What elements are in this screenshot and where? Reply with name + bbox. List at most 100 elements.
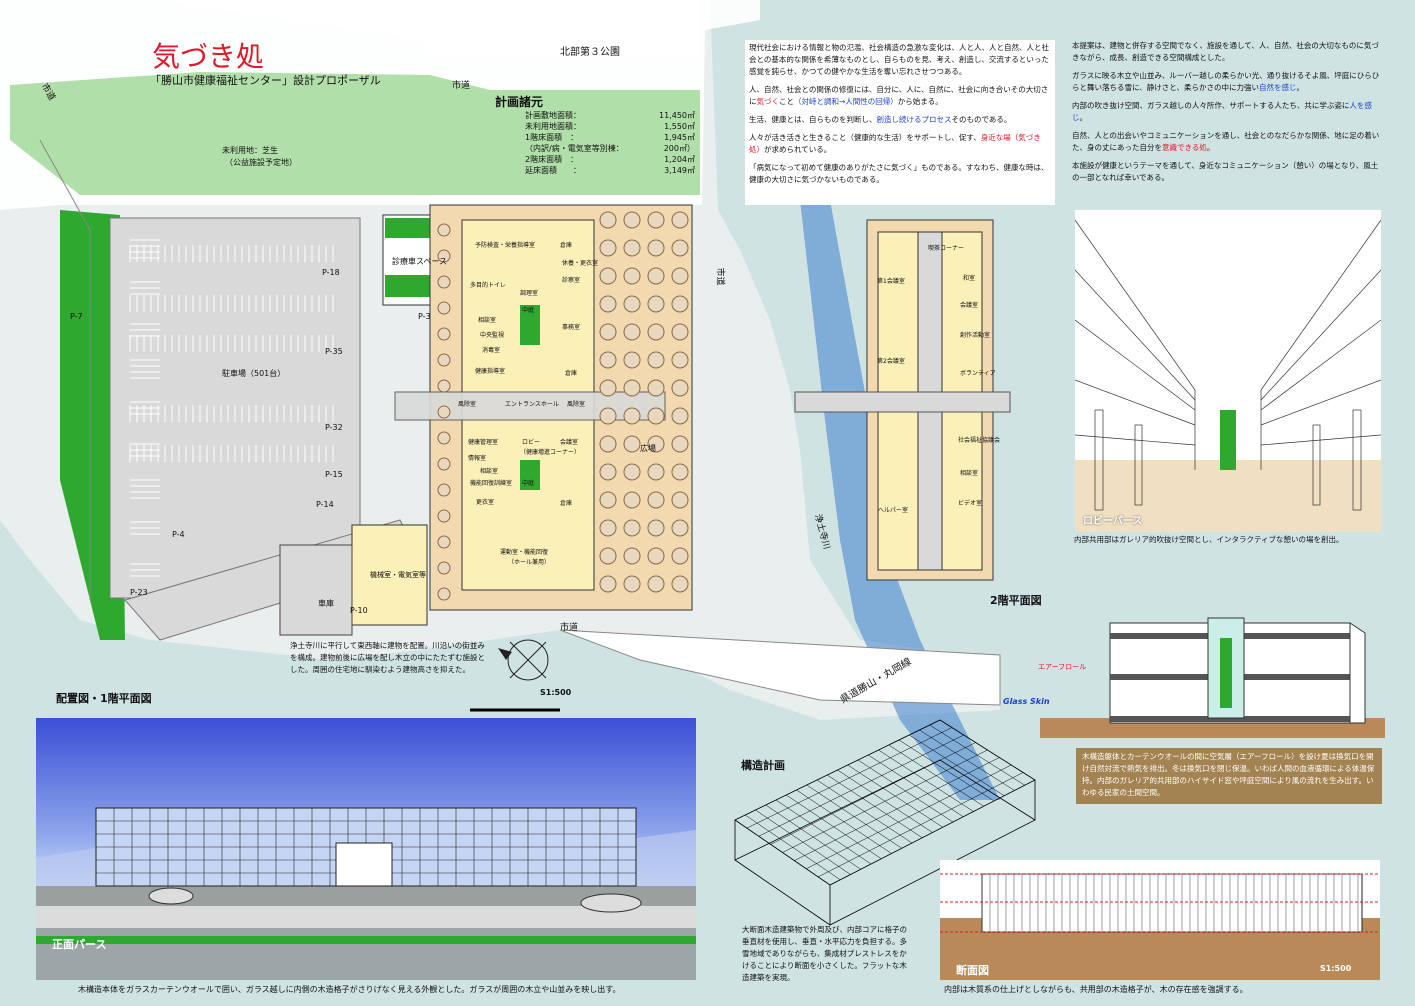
floor2-caption: 2階平面図: [990, 594, 1042, 607]
tree-symbol: [671, 519, 689, 537]
tree-symbol: [623, 295, 641, 313]
plan-row-value: 200㎡）: [663, 144, 695, 153]
room-label-2f: 相談室: [960, 470, 979, 477]
tree-symbol: [599, 435, 617, 453]
tree-symbol: [647, 407, 665, 425]
lobby-perspective: ロビーパース: [1075, 210, 1381, 532]
room-label-2f: 社会福祉協議会: [958, 437, 1001, 444]
tree-symbol: [437, 327, 451, 341]
plan-row: 計画敷地面積：11,450㎡: [525, 110, 695, 121]
parking-p15: P-15: [325, 470, 343, 479]
plan-row-key: 2階床面積 ：: [525, 155, 579, 164]
concept-left-p2: 人、自然、社会との関係の修復には、自分に、人に、自然に、社会に向き合いその大切さ…: [749, 85, 1049, 106]
tree-symbol: [671, 351, 689, 369]
room-label-1f: 健康指導室: [475, 368, 506, 375]
city-road-bottom: 市道: [560, 623, 579, 633]
tree-symbol: [647, 463, 665, 481]
unused-label: 未利用地：芝生: [222, 146, 278, 155]
tree-symbol: [623, 323, 641, 341]
section-drawing: [940, 873, 1380, 980]
tree-symbol: [599, 211, 617, 229]
airflow-label: エアーフロール: [1038, 663, 1087, 671]
parking-label: 駐車場（501台）: [222, 369, 286, 378]
tree-symbol: [671, 491, 689, 509]
room-label-1f: 会議室: [560, 439, 579, 446]
room-label-1f: 相談室: [480, 468, 499, 475]
parking-p10: P-10: [350, 606, 368, 615]
room-label-1f: （健康増進コーナー）: [520, 449, 581, 456]
page-title: 気づき処: [152, 40, 265, 73]
tree-symbol: [647, 211, 665, 229]
tree-symbol: [671, 379, 689, 397]
unused-sublabel: （公益施設予定地）: [225, 158, 297, 167]
room-label-1f: （ホール兼用）: [508, 559, 551, 566]
plan-row: 2階床面積 ：1,204㎡: [525, 154, 695, 165]
section-elevation: 断面図 S1:500: [940, 860, 1380, 980]
room-label-2f: ヘルパー室: [878, 507, 909, 514]
plan-row-key: 1階床面積 ：: [525, 133, 579, 142]
room-label-2f: ボランティア: [960, 370, 996, 377]
plan-row-value: 3,149㎡: [664, 166, 695, 175]
tree-symbol: [437, 535, 451, 549]
structure-beam: [794, 757, 1000, 861]
plan-heading: 計画諸元: [495, 95, 544, 109]
tree-symbol: [599, 239, 617, 257]
tree-symbol: [671, 547, 689, 565]
lobby-caption: ロビーパース: [1083, 516, 1143, 527]
parking-p7: P-7: [70, 312, 83, 321]
front-caption: 正面パース: [52, 938, 107, 951]
tree-symbol: [671, 267, 689, 285]
plan-row: 延床面積 ：3,149㎡: [525, 165, 695, 176]
room-label-1f: 倉庫: [560, 500, 573, 507]
concept-right-p4: 自然、人との出会いやコミュニケーションを通し、社会とのなだらかな関係、地に足の着…: [1072, 131, 1380, 152]
room-label-1f: 中庭: [522, 307, 535, 314]
bus-space-label: 診療車スペース: [392, 257, 448, 266]
city-road-top: 市道: [452, 81, 471, 91]
tree-symbol: [623, 239, 641, 257]
tree-symbol: [623, 267, 641, 285]
structure-drawing: [734, 719, 1036, 926]
front-perspective: 正面パース: [36, 718, 696, 980]
room-label-1f: 多目的トイレ: [470, 282, 507, 289]
room-label-1f: ロビー: [522, 439, 541, 446]
tree-symbol: [647, 491, 665, 509]
tree-symbol: [647, 547, 665, 565]
tree-symbol: [671, 323, 689, 341]
front-note: 木構造本体をガラスカーテンウオールで囲い、ガラス越しに内側の木造格子がさりげなく…: [78, 985, 621, 994]
tree-symbol: [671, 407, 689, 425]
structure-note: 大断面木造建築物で外周及び、内部コアに格子の垂直材を使用し、垂直・水平応力を負担…: [742, 925, 907, 982]
parking-p3: P-3: [418, 312, 431, 321]
tree-symbol: [671, 295, 689, 313]
site-note: 浄土寺川に平行して東西軸に建物を配置。川沿いの街並みを構成。建物前後に広場を配し…: [290, 641, 485, 674]
room-label-1f: 中央監視: [480, 332, 505, 339]
site-plan-caption: 配置図・1階平面図: [56, 692, 152, 705]
concept-right-p3: 内部の吹き抜け空間、ガラス越しの人々所作、サポートする人たち、共に学ぶ姿に人を感…: [1072, 101, 1372, 122]
room-label-1f: 予防検査・栄養指導室: [475, 242, 536, 249]
room-label-1f: 中庭: [522, 480, 535, 487]
tree-symbol: [623, 519, 641, 537]
tree-symbol: [437, 457, 451, 471]
structure-beam: [746, 727, 952, 829]
concept-right-p1: 本提案は、建物と併存する空間でなく、施設を通して、人、自然、社会の大切なものに気…: [1072, 41, 1379, 62]
tree-symbol: [599, 575, 617, 593]
concept-right: 本提案は、建物と併存する空間でなく、施設を通して、人、自然、社会の大切なものに気…: [1072, 40, 1382, 184]
tree-symbol: [437, 223, 451, 237]
tree-symbol: [671, 435, 689, 453]
tree-symbol: [599, 519, 617, 537]
parking-p32: P-32: [325, 423, 343, 432]
tree-symbol: [437, 249, 451, 263]
concept-right-p2: ガラスに映る木立や山並み、ルーバー越しの柔らかい光、通り抜けるそよ風、坪庭にひら…: [1072, 71, 1380, 92]
glass-skin-label: Glass Skin: [1003, 697, 1050, 706]
plan-row: 未利用地面積：1,550㎡: [525, 121, 695, 132]
concept-left-p4: 人々が活き活きと生きること（健康的な生活）をサポートし、促す、身近な場（気づき処…: [749, 133, 1041, 154]
section-caption: 断面図: [956, 964, 989, 977]
tree-symbol: [437, 431, 451, 445]
structure-beam: [734, 719, 941, 821]
tree-symbol: [647, 575, 665, 593]
room-label-1f: 健康管理室: [468, 439, 499, 446]
tree-symbol: [623, 491, 641, 509]
room-label-1f: 倉庫: [565, 370, 578, 377]
concept-left-p1: 現代社会における情報と物の氾濫、社会構造の急激な変化は、人と人、人と自然、人と社…: [749, 43, 1049, 76]
